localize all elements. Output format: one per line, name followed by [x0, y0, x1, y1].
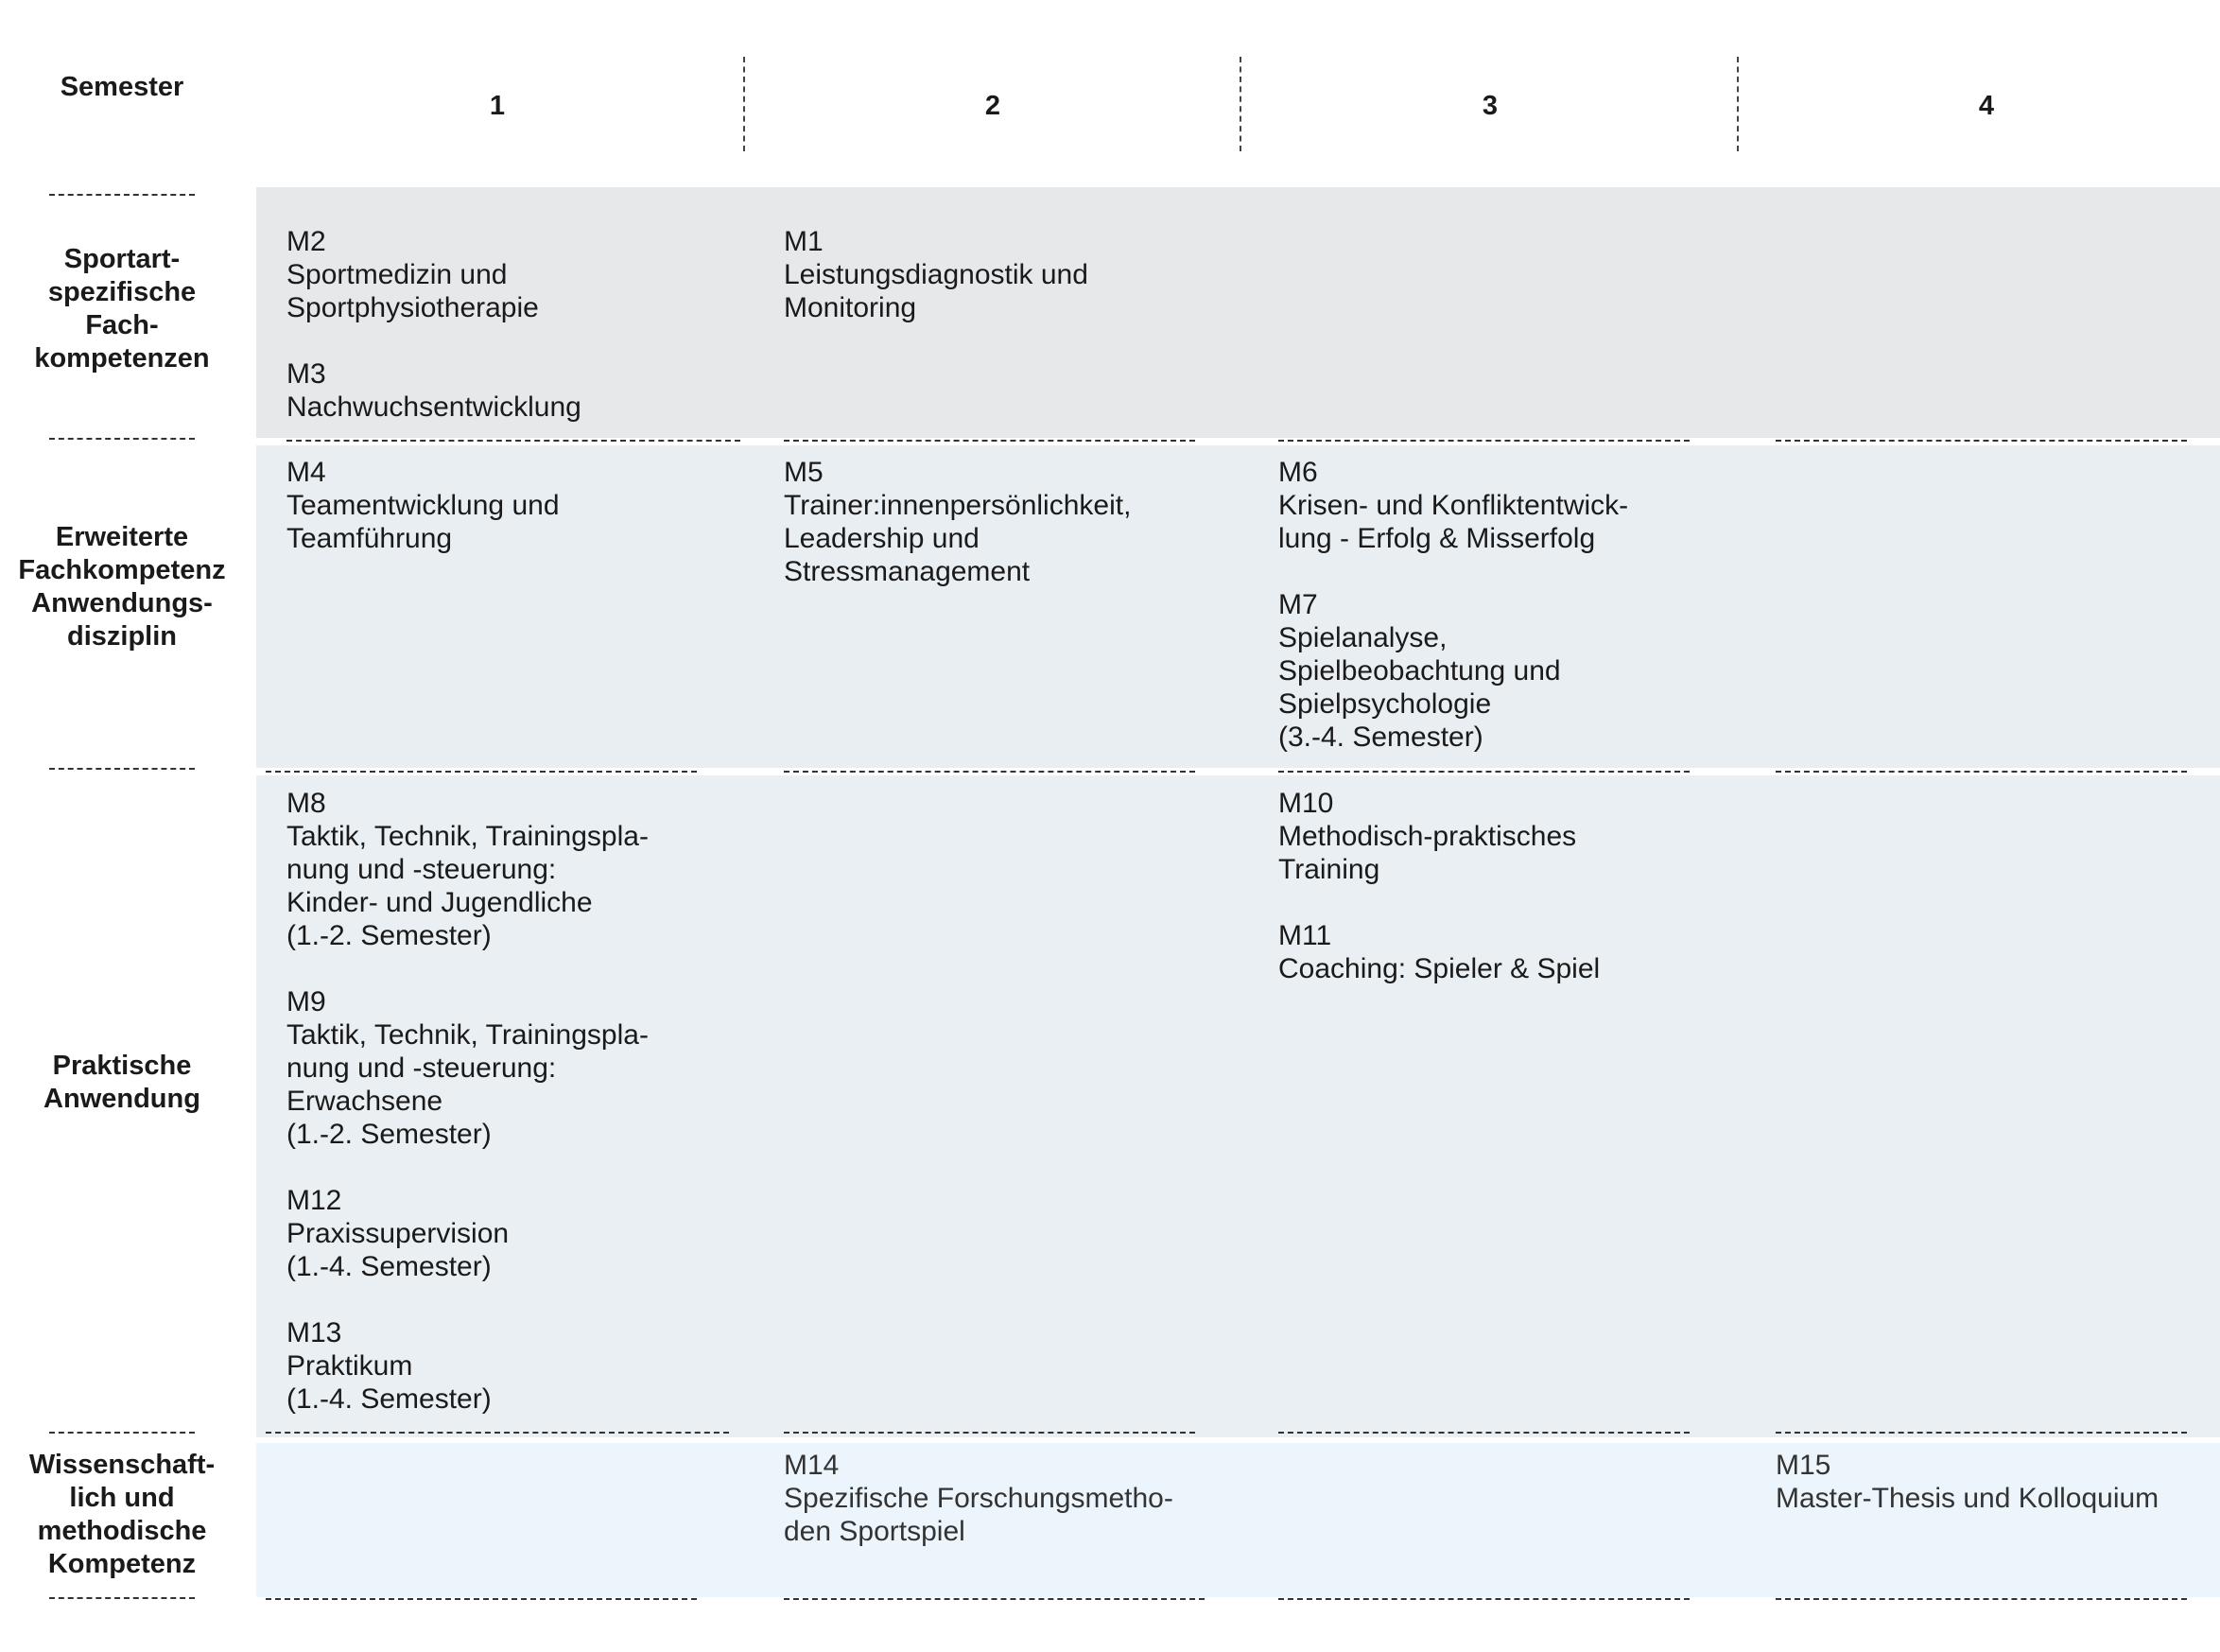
column-divider	[1737, 57, 1739, 151]
module-cell: M10 Methodisch-praktisches Training M11 …	[1278, 788, 1601, 984]
cell-separator	[1278, 1598, 1690, 1600]
module-code: M10	[1278, 788, 1334, 819]
row-label-praktische: Praktische Anwendung	[43, 1051, 200, 1114]
label-separator	[49, 1432, 195, 1434]
cell-separator	[784, 771, 1195, 773]
module-code: M14	[784, 1450, 840, 1481]
module-code: M7	[1278, 589, 1318, 620]
module-code: M2	[286, 226, 326, 257]
cell-separator	[784, 1432, 1195, 1434]
row-label-erweiterte: Erweiterte Fachkompetenz Anwendungs- dis…	[18, 522, 226, 652]
label-separator	[49, 768, 195, 770]
label-separator	[49, 1597, 195, 1599]
row-band-praktische	[256, 775, 2220, 1437]
module-code: M8	[286, 788, 326, 819]
label-separator	[49, 438, 195, 440]
module-code: M13	[286, 1317, 342, 1348]
module-code: M3	[286, 358, 326, 390]
module-cell: M8 Taktik, Technik, Trainingspla- nung u…	[286, 788, 649, 1415]
module-code: M5	[784, 457, 824, 488]
cell-separator	[266, 1432, 729, 1434]
module-code: M12	[286, 1185, 342, 1216]
module-code: M6	[1278, 457, 1318, 488]
cell-separator	[266, 1598, 697, 1600]
semester-4-header: 4	[1978, 91, 1995, 121]
semester-header-label: Semester	[60, 72, 184, 102]
module-code: M15	[1776, 1450, 1831, 1481]
module-cell: M15 Master-Thesis und Kolloquium	[1776, 1450, 2159, 1514]
column-divider	[1240, 57, 1241, 151]
cell-separator	[286, 440, 740, 442]
module-cell: M5 Trainer:innenpersönlichkeit, Leadersh…	[784, 457, 1132, 587]
row-band-erweiterte	[256, 445, 2220, 768]
semester-2-header: 2	[984, 91, 1001, 121]
row-label-wissenschaftlich: Wissenschaft- lich und methodische Kompe…	[28, 1450, 216, 1579]
cell-separator	[266, 771, 697, 773]
cell-separator	[784, 440, 1195, 442]
cell-separator	[1776, 440, 2187, 442]
row-band-fachkompetenzen	[256, 187, 2220, 438]
cell-separator	[1278, 1432, 1690, 1434]
module-cell: M1 Leistungsdiagnostik und Monitoring	[784, 226, 1088, 323]
module-cell: M14 Spezifische Forschungsmetho- den Spo…	[784, 1450, 1173, 1547]
module-code: M1	[784, 226, 824, 257]
module-code: M11	[1278, 920, 1332, 951]
cell-separator	[1776, 771, 2187, 773]
cell-separator	[1776, 1598, 2187, 1600]
cell-separator	[1278, 771, 1690, 773]
semester-3-header: 3	[1482, 91, 1499, 121]
row-label-fachkompetenzen: Sportart- spezifische Fach- kompetenzen	[34, 244, 210, 374]
module-cell: M6 Krisen- und Konfliktentwick- lung - E…	[1278, 457, 1629, 753]
module-code: M9	[286, 986, 326, 1017]
cell-separator	[784, 1598, 1205, 1600]
row-band-wissenschaftlich	[256, 1443, 2220, 1597]
module-cell: M2 Sportmedizin und Sportphysiotherapie …	[286, 226, 581, 423]
cell-separator	[1278, 440, 1690, 442]
label-separator	[49, 194, 195, 196]
module-code: M4	[286, 457, 326, 488]
module-cell: M4 Teamentwicklung und Teamführung	[286, 457, 560, 554]
cell-separator	[1776, 1432, 2187, 1434]
semester-1-header: 1	[489, 91, 506, 121]
column-divider	[743, 57, 745, 151]
